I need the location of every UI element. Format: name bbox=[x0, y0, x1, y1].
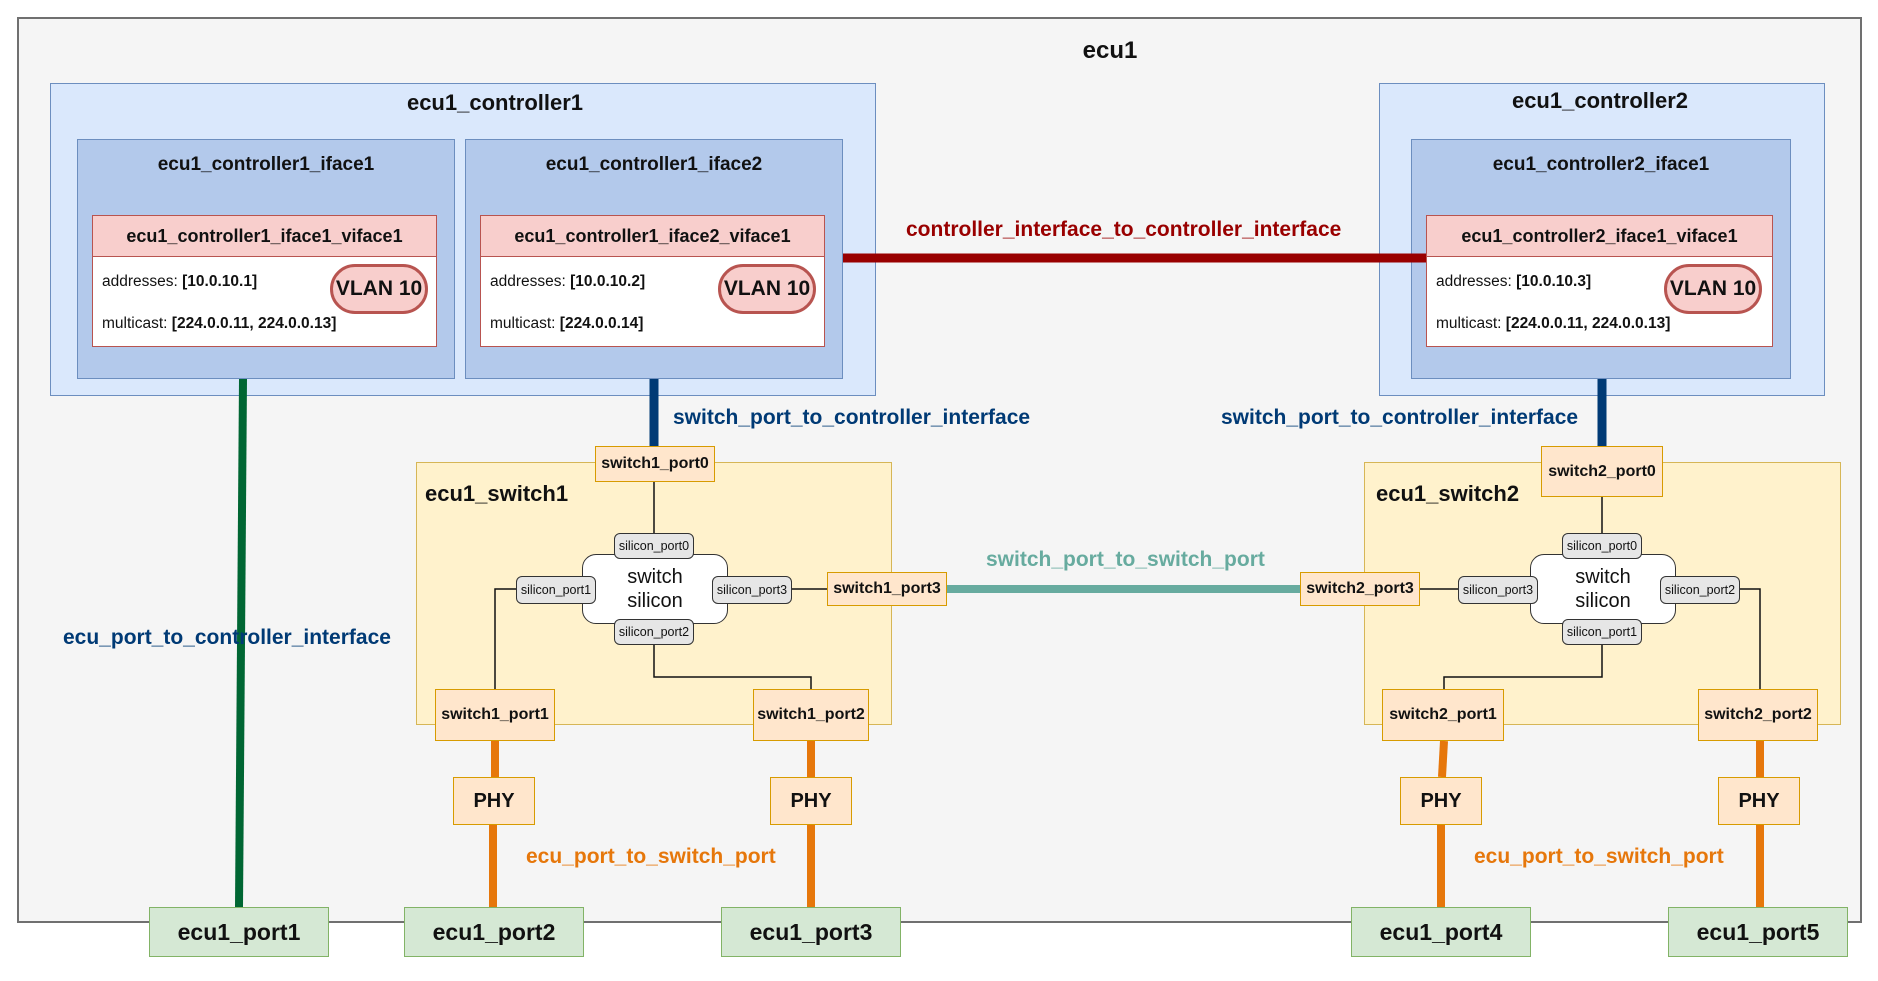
silicon-label-line2: silicon bbox=[1575, 590, 1631, 612]
switch1-port1: switch1_port1 bbox=[435, 689, 555, 741]
controller2-iface1-title: ecu1_controller2_iface1 bbox=[1492, 154, 1710, 175]
controller1-iface1-vlan-badge: VLAN 10 bbox=[330, 264, 428, 314]
link-label-ecu-to-switch-2: ecu_port_to_switch_port bbox=[1474, 845, 1724, 868]
ecu-to-switch-link-3a bbox=[1438, 740, 1448, 778]
switch2-port0: switch2_port0 bbox=[1541, 446, 1663, 497]
controller1-iface1-viface-title: ecu1_controller1_iface1_viface1 bbox=[92, 215, 437, 257]
controller1-iface2-viface-title: ecu1_controller1_iface2_viface1 bbox=[480, 215, 825, 257]
link-label-switch-to-controller-1: switch_port_to_controller_interface bbox=[673, 406, 1031, 429]
switch2-port1: switch2_port1 bbox=[1382, 689, 1504, 741]
switch1-title: ecu1_switch1 bbox=[425, 481, 569, 506]
switch1-silicon-port1: silicon_port1 bbox=[516, 576, 596, 604]
link-label-switch-to-controller-2: switch_port_to_controller_interface bbox=[1221, 406, 1579, 429]
ecu-port5: ecu1_port5 bbox=[1668, 907, 1848, 957]
controller1-iface2-vlan-badge: VLAN 10 bbox=[718, 264, 816, 314]
switch2-port2: switch2_port2 bbox=[1698, 689, 1818, 741]
switch1-phy2: PHY bbox=[770, 777, 852, 825]
switch1-port2: switch1_port2 bbox=[753, 689, 869, 741]
multicast-value: [224.0.0.11, 224.0.0.13] bbox=[171, 315, 337, 332]
ecu-port3: ecu1_port3 bbox=[721, 907, 901, 957]
addresses-value: [10.0.10.1] bbox=[182, 273, 258, 290]
switch2-port3: switch2_port3 bbox=[1300, 572, 1420, 606]
multicast-label: multicast: bbox=[490, 315, 556, 332]
silicon-label-line2: silicon bbox=[627, 590, 683, 612]
controller2-iface1-addresses: addresses: [10.0.10.3] bbox=[1436, 273, 1591, 291]
switch2-silicon: switch silicon bbox=[1530, 554, 1676, 624]
multicast-label: multicast: bbox=[1436, 315, 1502, 332]
switch2-phy2: PHY bbox=[1718, 777, 1800, 825]
switch2-silicon-port1: silicon_port1 bbox=[1562, 619, 1642, 645]
controller1-iface1-addresses: addresses: [10.0.10.1] bbox=[102, 273, 257, 291]
controller2-iface1-multicast: multicast: [224.0.0.11, 224.0.0.13] bbox=[1436, 315, 1670, 333]
switch1-silicon-port3: silicon_port3 bbox=[712, 576, 792, 604]
switch2-phy1: PHY bbox=[1400, 777, 1482, 825]
switch1-silicon: switch silicon bbox=[582, 554, 728, 624]
ecu-port1: ecu1_port1 bbox=[149, 907, 329, 957]
link-label-controller-to-controller: controller_interface_to_controller_inter… bbox=[906, 218, 1342, 241]
multicast-label: multicast: bbox=[102, 315, 168, 332]
controller1-title: ecu1_controller1 bbox=[406, 90, 584, 115]
silicon-label-line1: switch bbox=[627, 566, 683, 588]
switch1-port3: switch1_port3 bbox=[827, 572, 947, 606]
controller1-iface2-multicast: multicast: [224.0.0.14] bbox=[490, 315, 643, 333]
controller1-iface2-addresses: addresses: [10.0.10.2] bbox=[490, 273, 645, 291]
switch2-title: ecu1_switch2 bbox=[1376, 481, 1520, 506]
switch1-silicon-port0: silicon_port0 bbox=[614, 533, 694, 559]
link-label-ecu-to-controller: ecu_port_to_controller_interface bbox=[63, 626, 391, 649]
controller1-iface1-title: ecu1_controller1_iface1 bbox=[157, 154, 375, 175]
addresses-value: [10.0.10.2] bbox=[570, 273, 646, 290]
controller2-iface1-vlan-badge: VLAN 10 bbox=[1664, 264, 1762, 314]
controller2-title: ecu1_controller2 bbox=[1511, 88, 1689, 113]
switch2-silicon-port0: silicon_port0 bbox=[1562, 533, 1642, 559]
controller1-iface1-multicast: multicast: [224.0.0.11, 224.0.0.13] bbox=[102, 315, 336, 333]
addresses-label: addresses: bbox=[1436, 273, 1512, 290]
addresses-label: addresses: bbox=[102, 273, 178, 290]
link-label-ecu-to-switch-1: ecu_port_to_switch_port bbox=[526, 845, 776, 868]
addresses-label: addresses: bbox=[490, 273, 566, 290]
addresses-value: [10.0.10.3] bbox=[1516, 273, 1592, 290]
switch2-silicon-port2: silicon_port2 bbox=[1660, 576, 1740, 604]
ecu-port4: ecu1_port4 bbox=[1351, 907, 1531, 957]
ecu-to-controller-link bbox=[235, 378, 247, 908]
controller2-iface1-viface-title: ecu1_controller2_iface1_viface1 bbox=[1426, 215, 1773, 257]
ecu-port2: ecu1_port2 bbox=[404, 907, 584, 957]
ecu-title: ecu1 bbox=[1082, 37, 1138, 64]
multicast-value: [224.0.0.11, 224.0.0.13] bbox=[1505, 315, 1671, 332]
switch2-silicon-port3: silicon_port3 bbox=[1458, 576, 1538, 604]
switch1-port0: switch1_port0 bbox=[595, 446, 715, 482]
switch1-phy1: PHY bbox=[453, 777, 535, 825]
link-label-switch-to-switch: switch_port_to_switch_port bbox=[986, 548, 1265, 571]
silicon-label-line1: switch bbox=[1575, 566, 1631, 588]
controller1-iface2-title: ecu1_controller1_iface2 bbox=[545, 154, 763, 175]
multicast-value: [224.0.0.14] bbox=[559, 315, 644, 332]
switch1-silicon-port2: silicon_port2 bbox=[614, 619, 694, 645]
